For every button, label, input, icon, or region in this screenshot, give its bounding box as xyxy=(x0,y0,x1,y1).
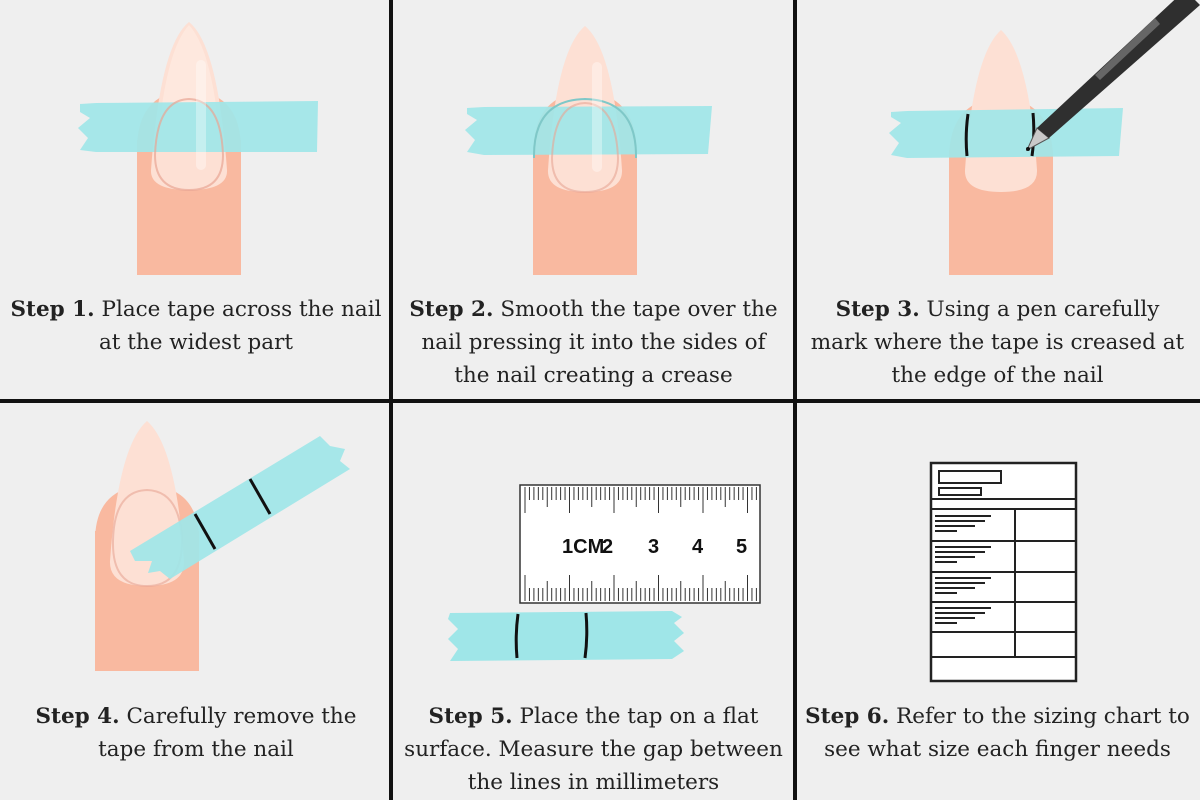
ruler-number-4: 4 xyxy=(692,536,704,558)
step-5-text: Place the tap on a flat surface. Measure… xyxy=(404,704,783,795)
ruler-measure-icon: 1CM 2 3 4 5 xyxy=(448,484,761,661)
ruler-number-3: 3 xyxy=(648,536,659,558)
step-4-text: Carefully remove the tape from the nail xyxy=(98,704,357,762)
step-2-illustration xyxy=(392,0,795,290)
ruler-number-5: 5 xyxy=(736,536,747,558)
tape-on-nail-icon xyxy=(78,22,318,275)
step-3-panel: Step 3. Using a pen carefully mark where… xyxy=(795,0,1200,401)
remove-tape-icon xyxy=(95,421,350,671)
step-6-label: Step 6. xyxy=(805,704,890,729)
step-3-caption: Step 3. Using a pen carefully mark where… xyxy=(805,293,1190,392)
step-1-illustration xyxy=(0,0,392,290)
step-4-panel: Step 4. Carefully remove the tape from t… xyxy=(0,401,392,800)
step-2-text: Smooth the tape over the nail pressing i… xyxy=(421,297,778,388)
pen-icon xyxy=(1025,0,1200,152)
step-6-text: Refer to the sizing chart to see what si… xyxy=(824,704,1190,762)
step-2-caption: Step 2. Smooth the tape over the nail pr… xyxy=(402,293,785,392)
step-5-illustration: 1CM 2 3 4 5 xyxy=(392,401,795,701)
horizontal-divider xyxy=(0,399,1200,403)
step-6-panel: Step 6. Refer to the sizing chart to see… xyxy=(795,401,1200,800)
pen-marking-icon xyxy=(889,0,1200,275)
sizing-chart-icon xyxy=(929,461,1078,683)
step-1-text: Place tape across the nail at the widest… xyxy=(98,297,382,355)
step-1-label: Step 1. xyxy=(10,297,95,322)
step-3-illustration xyxy=(795,0,1200,290)
smooth-tape-icon xyxy=(465,26,712,275)
step-3-text: Using a pen carefully mark where the tap… xyxy=(810,297,1185,388)
ruler-number-2: 2 xyxy=(602,536,613,558)
ruler-number-1cm: 1CM xyxy=(562,536,604,558)
step-4-caption: Step 4. Carefully remove the tape from t… xyxy=(10,700,382,766)
step-4-label: Step 4. xyxy=(35,704,120,729)
step-1-panel: Step 1. Place tape across the nail at th… xyxy=(0,0,392,401)
step-2-label: Step 2. xyxy=(409,297,494,322)
step-6-caption: Step 6. Refer to the sizing chart to see… xyxy=(805,700,1190,766)
step-3-label: Step 3. xyxy=(835,297,920,322)
step-1-caption: Step 1. Place tape across the nail at th… xyxy=(10,293,382,359)
step-5-panel: 1CM 2 3 4 5 Step 5. Place the tap on a f… xyxy=(392,401,795,800)
step-2-panel: Step 2. Smooth the tape over the nail pr… xyxy=(392,0,795,401)
step-5-label: Step 5. xyxy=(428,704,513,729)
step-4-illustration xyxy=(0,401,392,701)
step-5-caption: Step 5. Place the tap on a flat surface.… xyxy=(402,700,785,799)
step-6-illustration xyxy=(795,401,1200,701)
